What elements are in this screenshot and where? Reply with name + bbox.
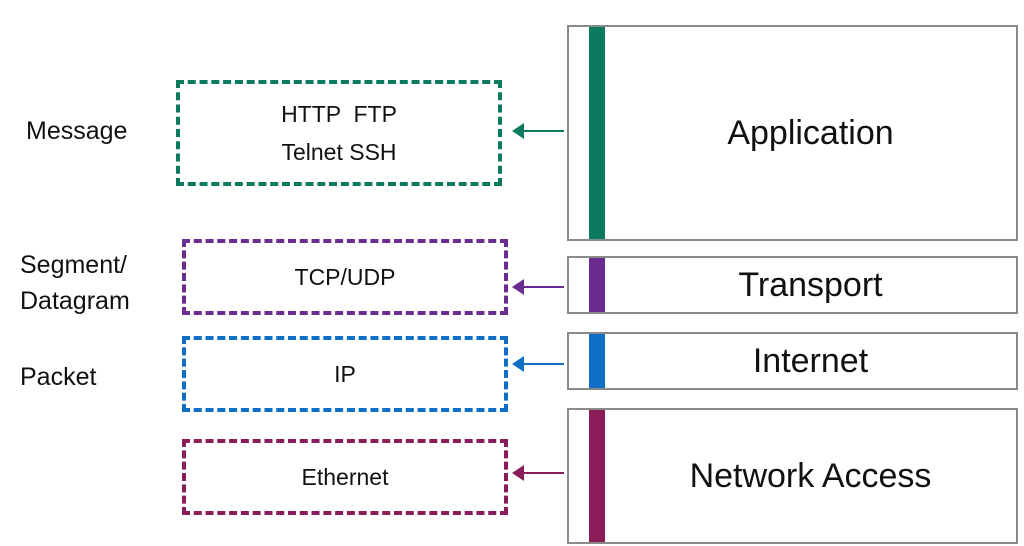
arrow-internet — [512, 356, 564, 372]
arrow-head-icon — [512, 465, 524, 481]
protocol-line: IP — [334, 361, 356, 387]
layer-color-bar — [589, 27, 605, 239]
protocol-line: Ethernet — [301, 464, 389, 490]
layer-name: Transport — [738, 265, 883, 304]
protocol-line: HTTP FTP — [281, 101, 397, 127]
layer-application: Application — [567, 25, 1018, 241]
data-unit-datagram: Datagram — [20, 287, 130, 315]
protocol-box-application: HTTP FTP Telnet SSH — [176, 80, 502, 186]
arrow-head-icon — [512, 123, 524, 139]
data-unit-packet: Packet — [20, 363, 97, 391]
data-unit-segment: Segment/ — [20, 251, 128, 279]
layer-name: Network Access — [689, 456, 932, 495]
layer-transport: Transport — [567, 256, 1018, 314]
layer-color-bar — [589, 334, 605, 388]
layer-color-bar — [589, 410, 605, 542]
arrow-transport — [512, 279, 564, 295]
arrow-head-icon — [512, 279, 524, 295]
layer-internet: Internet — [567, 332, 1018, 390]
data-unit-message: Message — [26, 117, 128, 145]
arrow-application — [512, 123, 564, 139]
protocol-box-transport: TCP/UDP — [182, 239, 508, 315]
arrow-head-icon — [512, 356, 524, 372]
arrow-network-access — [512, 465, 564, 481]
layer-name: Internet — [752, 341, 869, 380]
protocol-line: TCP/UDP — [294, 264, 396, 290]
layer-name: Application — [727, 113, 894, 152]
protocol-line: Telnet SSH — [281, 139, 397, 165]
protocol-box-internet: IP — [182, 336, 508, 412]
protocol-box-network-access: Ethernet — [182, 439, 508, 515]
layer-network-access: Network Access — [567, 408, 1018, 544]
layer-color-bar — [589, 258, 605, 312]
